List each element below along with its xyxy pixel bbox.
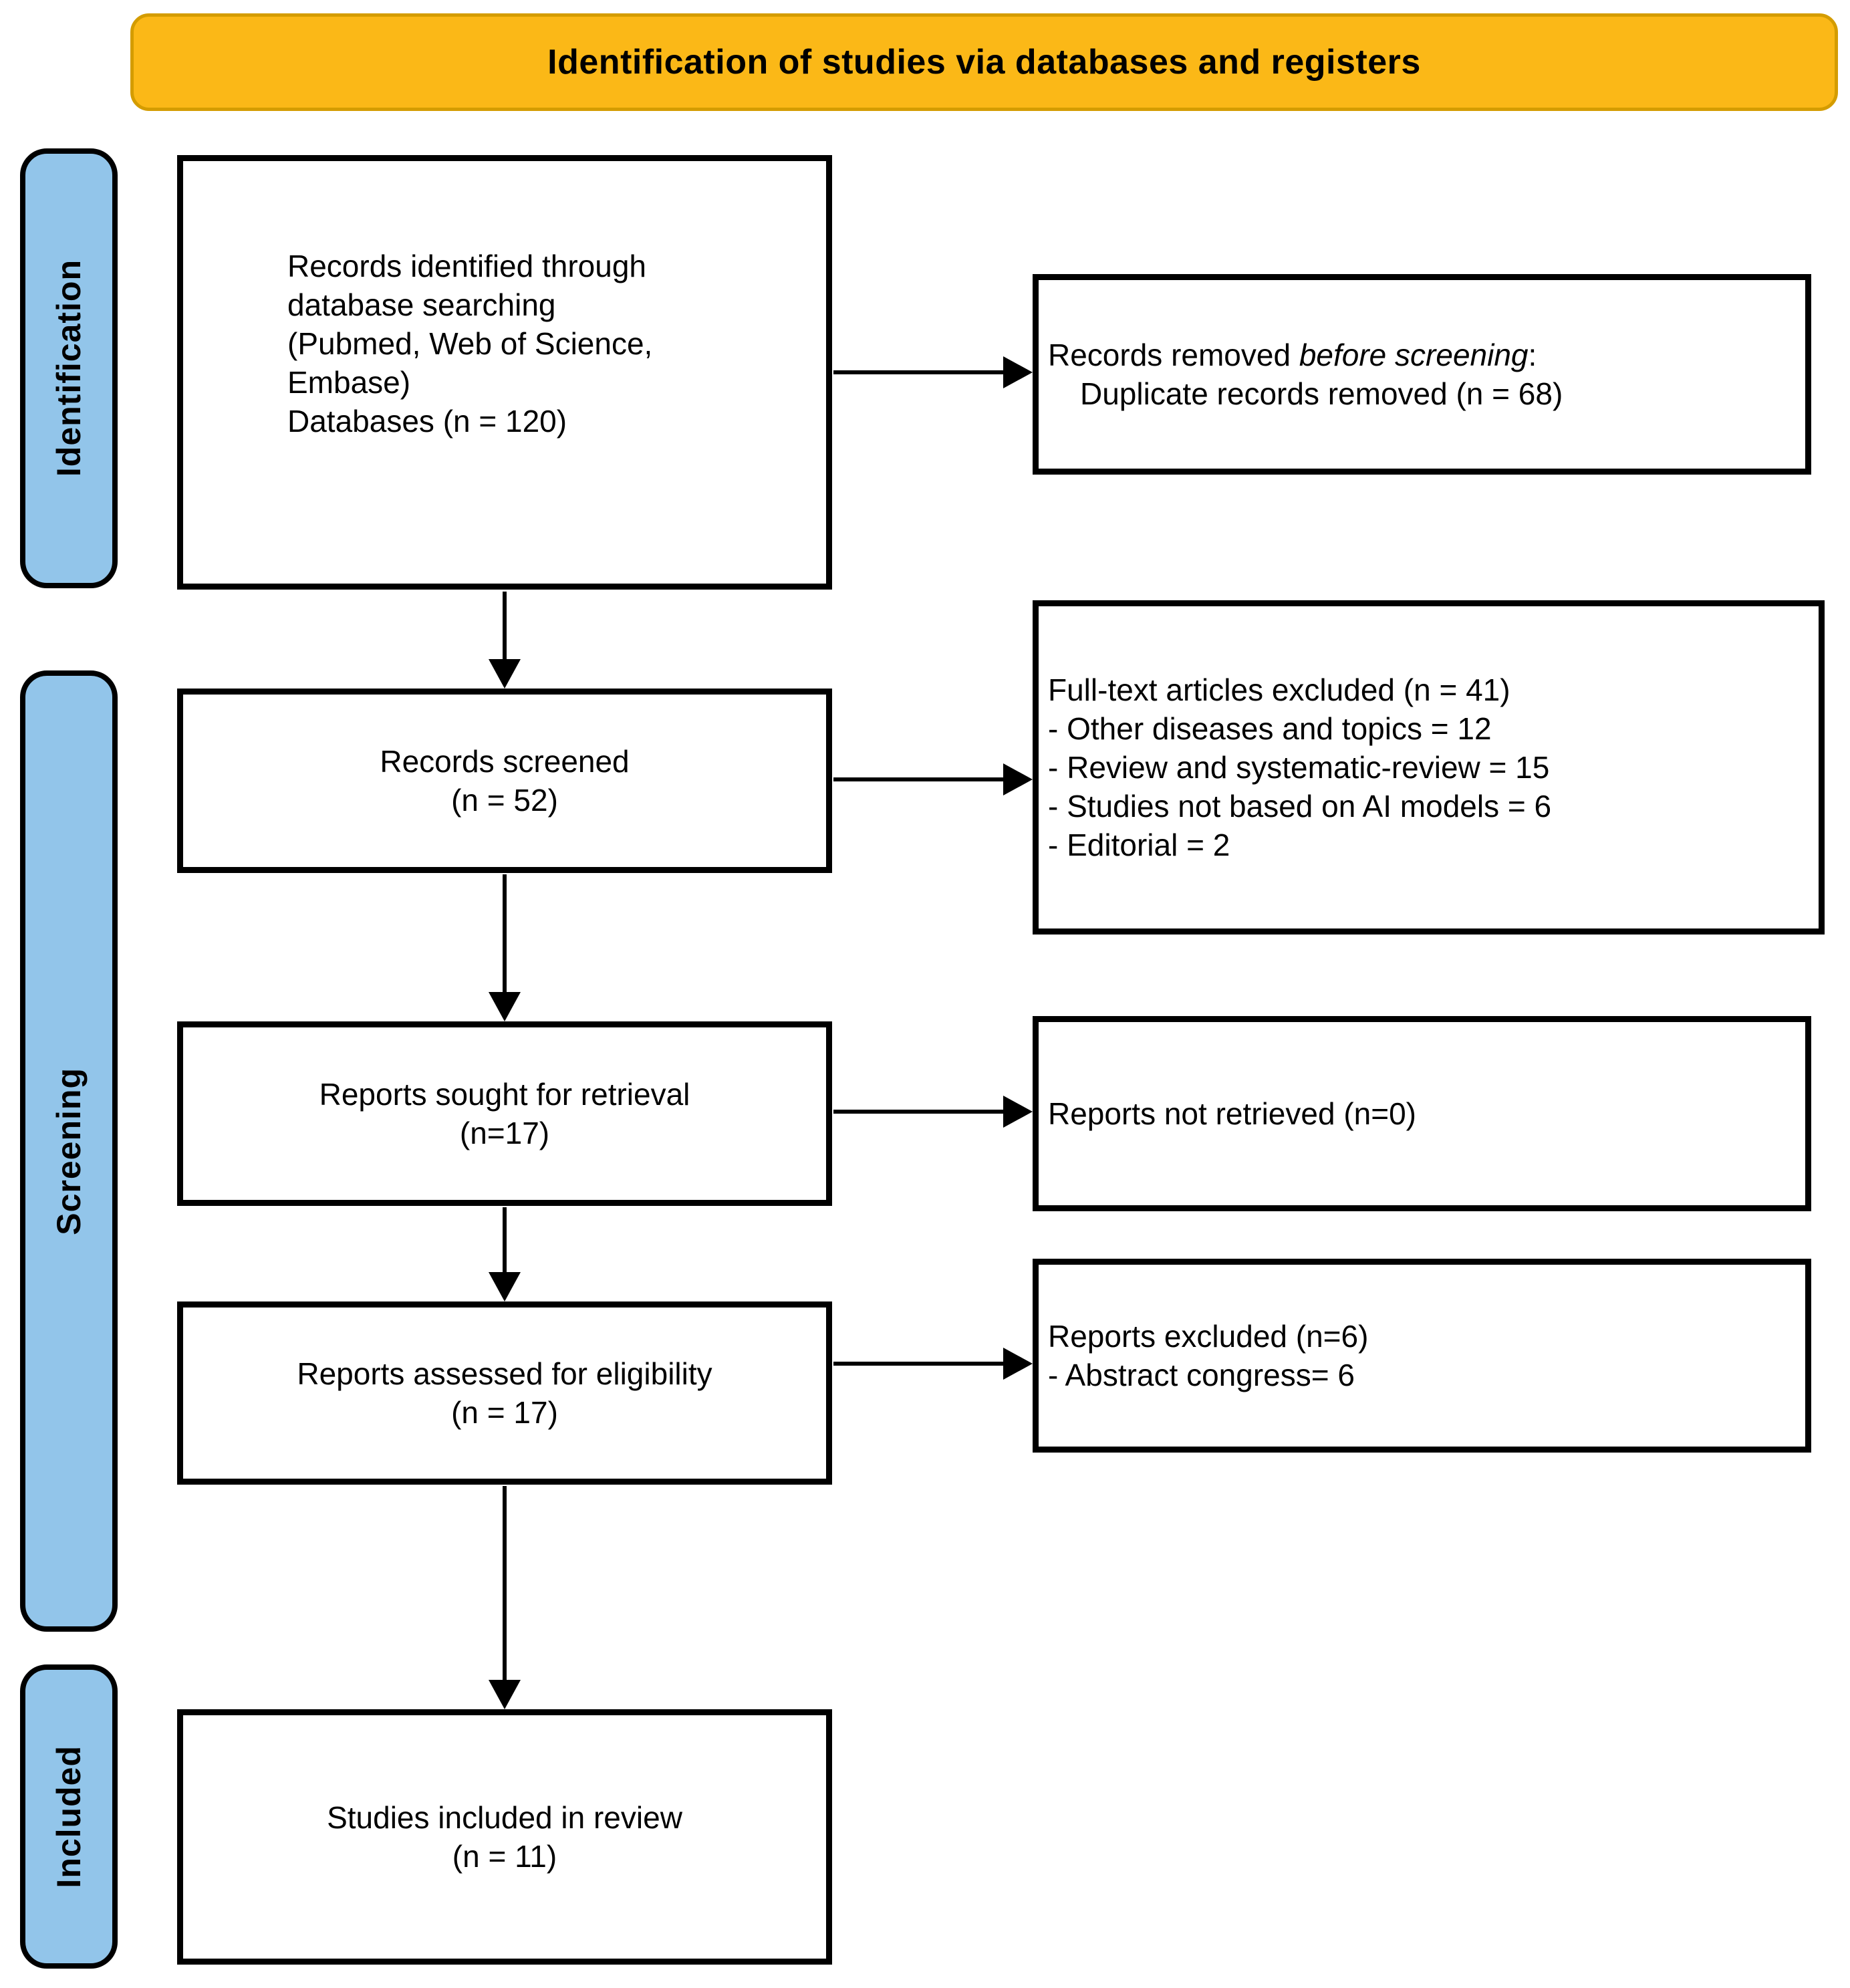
arrow-line	[833, 1110, 1006, 1114]
fulltext-excluded-line: - Review and systematic-review = 15	[1048, 750, 1550, 785]
box-reports-not-retrieved: Reports not retrieved (n=0)	[1033, 1016, 1811, 1211]
box-records-screened-line: Records screened	[380, 744, 630, 779]
reports-not-retrieved-line: Reports not retrieved (n=0)	[1048, 1096, 1416, 1131]
box-reports-sought-count: (n=17)	[459, 1116, 550, 1150]
box-records-identified-line: (Pubmed, Web of Science,	[287, 326, 653, 361]
box-reports-sought: Reports sought for retrieval (n=17)	[177, 1021, 832, 1206]
arrow-line	[503, 874, 507, 993]
box-reports-excluded: Reports excluded (n=6) - Abstract congre…	[1033, 1259, 1811, 1453]
box-reports-assessed-line: Reports assessed for eligibility	[297, 1356, 712, 1391]
box-studies-included: Studies included in review (n = 11)	[177, 1709, 832, 1965]
box-records-removed-heading: Records removed before screening:	[1048, 336, 1537, 374]
records-removed-prefix: Records removed	[1048, 338, 1299, 372]
box-studies-included-count: (n = 11)	[452, 1839, 557, 1874]
reports-excluded-line: Reports excluded (n=6)	[1048, 1319, 1369, 1354]
arrow-right-icon	[1003, 763, 1033, 795]
box-records-identified-line: database searching	[287, 287, 556, 322]
records-removed-italic: before screening	[1299, 338, 1529, 372]
arrow-right-icon	[1003, 1348, 1033, 1380]
fulltext-excluded-line: - Editorial = 2	[1048, 828, 1230, 862]
arrow-down-icon	[489, 992, 521, 1021]
box-records-screened: Records screened (n = 52)	[177, 689, 832, 873]
arrow-line	[503, 1207, 507, 1273]
box-fulltext-excluded: Full-text articles excluded (n = 41) - O…	[1033, 600, 1825, 935]
stage-screening: Screening	[20, 670, 118, 1632]
banner-title: Identification of studies via databases …	[547, 43, 1421, 82]
arrow-line	[503, 1486, 507, 1681]
arrow-down-icon	[489, 659, 521, 689]
records-removed-suffix: :	[1528, 338, 1537, 372]
arrow-down-icon	[489, 1272, 521, 1301]
box-records-identified-line: Records identified through	[287, 249, 646, 283]
stage-included: Included	[20, 1664, 118, 1969]
arrow-line	[833, 370, 1006, 374]
arrow-right-icon	[1003, 356, 1033, 388]
arrow-line	[833, 1362, 1006, 1366]
box-reports-sought-line: Reports sought for retrieval	[319, 1077, 690, 1112]
box-studies-included-line: Studies included in review	[327, 1800, 682, 1835]
box-records-identified: Records identified through database sear…	[177, 155, 832, 590]
box-records-identified-line: Databases (n = 120)	[287, 404, 567, 439]
arrow-line	[503, 592, 507, 660]
fulltext-excluded-line: - Studies not based on AI models = 6	[1048, 789, 1552, 824]
fulltext-excluded-line: Full-text articles excluded (n = 41)	[1048, 672, 1510, 707]
box-records-screened-count: (n = 52)	[451, 783, 558, 818]
banner: Identification of studies via databases …	[130, 13, 1838, 111]
box-reports-assessed-count: (n = 17)	[451, 1395, 558, 1430]
stage-included-label: Included	[50, 1745, 88, 1888]
reports-excluded-line: - Abstract congress= 6	[1048, 1358, 1355, 1392]
fulltext-excluded-line: - Other diseases and topics = 12	[1048, 711, 1492, 746]
box-records-identified-line: Embase)	[287, 365, 411, 400]
box-records-removed: Records removed before screening: Duplic…	[1033, 274, 1811, 475]
records-removed-detail: Duplicate records removed (n = 68)	[1080, 376, 1563, 411]
stage-identification: Identification	[20, 148, 118, 588]
stage-identification-label: Identification	[50, 259, 88, 477]
arrow-line	[833, 777, 1006, 781]
arrow-right-icon	[1003, 1096, 1033, 1128]
stage-screening-label: Screening	[50, 1067, 88, 1235]
box-reports-assessed: Reports assessed for eligibility (n = 17…	[177, 1301, 832, 1485]
arrow-down-icon	[489, 1680, 521, 1709]
